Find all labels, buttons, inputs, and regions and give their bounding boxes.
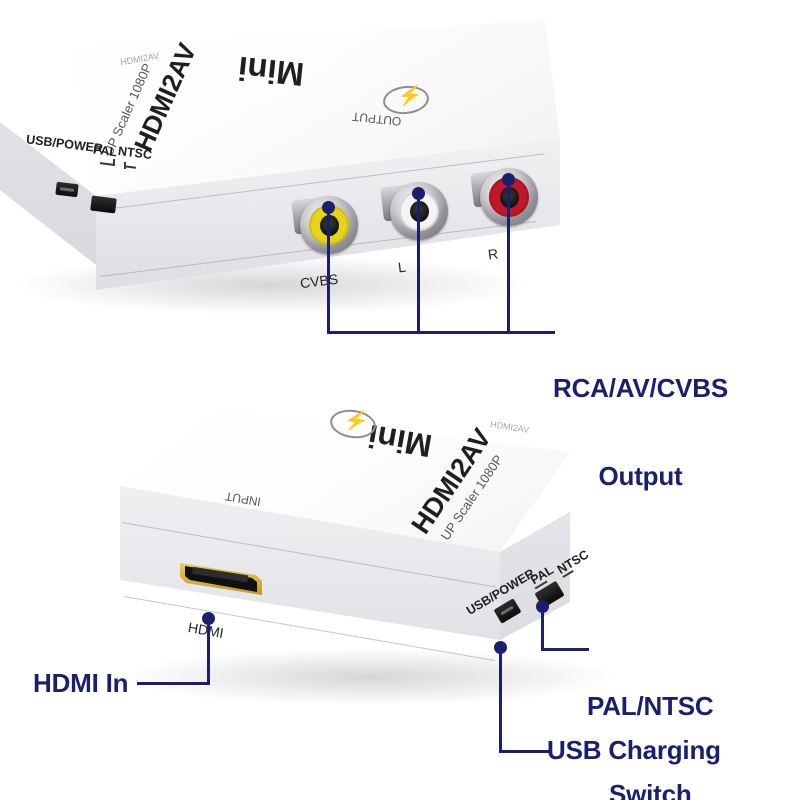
leader-line-right-vertical: [507, 179, 510, 333]
ntsc-tick-vertical-icon: [124, 162, 126, 169]
pal-ntsc-switch-top-device[interactable]: [90, 195, 117, 214]
device-bottom-front-view: Mini HDMI2AV UP Scaler 1080P HDMI2AV INP…: [100, 400, 660, 730]
annotation-pal-ntsc-switch-label: PAL/NTSC Switch: [587, 634, 714, 800]
annotation-pal-ntsc-line2: Switch: [608, 778, 692, 800]
rca-left-text-label: L: [397, 258, 407, 276]
leader-line-usb-vertical: [499, 647, 502, 752]
device-top-pal-label: PAL: [92, 142, 118, 160]
leader-line-left-vertical: [417, 193, 420, 333]
device-top-rear-view: Mini HDMI2AV UP Scaler 1080P HDMI2AV OUT…: [0, 20, 580, 320]
device-bottom-side-small-label: HDMI2AV: [489, 418, 530, 436]
leader-line-rca-bracket-horizontal: [327, 331, 555, 334]
annotation-rca-output-label: RCA/AV/CVBS Output: [553, 316, 728, 549]
device-bottom-shadow: [120, 648, 620, 706]
leader-line-cvbs-vertical: [327, 207, 330, 333]
leader-line-hdmi-vertical: [207, 618, 210, 684]
lightning-bolt-icon-bottom: ⚡: [342, 407, 371, 433]
pal-tick-vertical-icon: [113, 159, 115, 166]
device-top-brand-label: Mini: [236, 49, 306, 94]
annotation-rca-output-line1: RCA/AV/CVBS: [553, 373, 729, 404]
rca-right-text-label: R: [487, 245, 500, 263]
leader-line-usb-horizontal: [499, 750, 549, 753]
leader-line-switch-vertical: [541, 606, 544, 650]
leader-line-switch-horizontal: [541, 648, 589, 651]
annotation-rca-output-line2: Output: [598, 460, 683, 491]
leader-line-hdmi-horizontal: [137, 682, 210, 685]
annotation-usb-charging-label: USB Charging: [547, 735, 721, 765]
lightning-bolt-icon: ⚡: [397, 83, 424, 107]
annotation-pal-ntsc-line1: PAL/NTSC: [587, 691, 714, 722]
annotation-hdmi-in-label: HDMI In: [33, 668, 129, 698]
